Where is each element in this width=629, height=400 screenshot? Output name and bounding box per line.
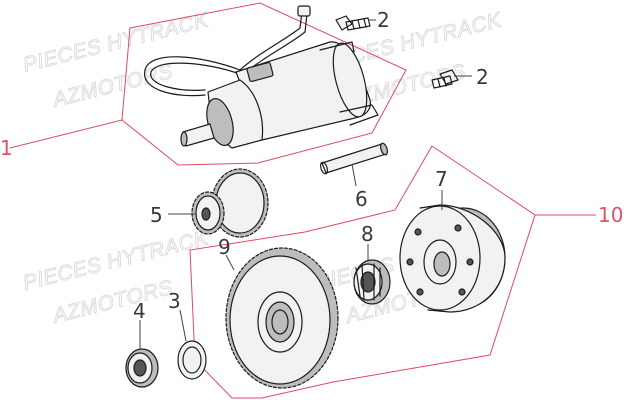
leader-6 xyxy=(351,163,357,187)
callout-6: 6 xyxy=(355,187,368,211)
watermark-line1: PIECES HYTRACK xyxy=(21,226,212,294)
callout-3: 3 xyxy=(168,289,181,313)
callout-4: 4 xyxy=(133,299,146,323)
nut[interactable] xyxy=(125,348,159,388)
pin[interactable] xyxy=(319,142,389,175)
callout-2-lower: 2 xyxy=(476,65,489,89)
clutch-housing[interactable] xyxy=(399,204,506,313)
callout-8: 8 xyxy=(361,222,374,246)
needle-bearing[interactable] xyxy=(353,259,391,305)
callout-1: 1 xyxy=(0,136,13,160)
idle-gear[interactable] xyxy=(191,168,269,238)
large-gear[interactable] xyxy=(225,247,339,389)
callout-10: 10 xyxy=(598,203,623,227)
leader-3 xyxy=(179,309,187,342)
watermark-line1: PIECES HYTRACK xyxy=(21,8,212,76)
group-outline-clutch xyxy=(189,145,536,399)
watermark-line2: AZMOTORS xyxy=(49,60,175,112)
washer[interactable] xyxy=(177,340,207,380)
callout-7: 7 xyxy=(435,167,448,191)
callout-9: 9 xyxy=(218,235,231,259)
bolt-upper[interactable] xyxy=(335,15,371,31)
bolt-lower[interactable] xyxy=(431,69,459,89)
callout-2-upper: 2 xyxy=(377,8,390,32)
starter-motor[interactable] xyxy=(144,5,379,149)
leader-1 xyxy=(9,119,123,149)
callout-5: 5 xyxy=(150,203,163,227)
leader-9 xyxy=(225,254,235,271)
group-outline-starter xyxy=(121,2,407,166)
